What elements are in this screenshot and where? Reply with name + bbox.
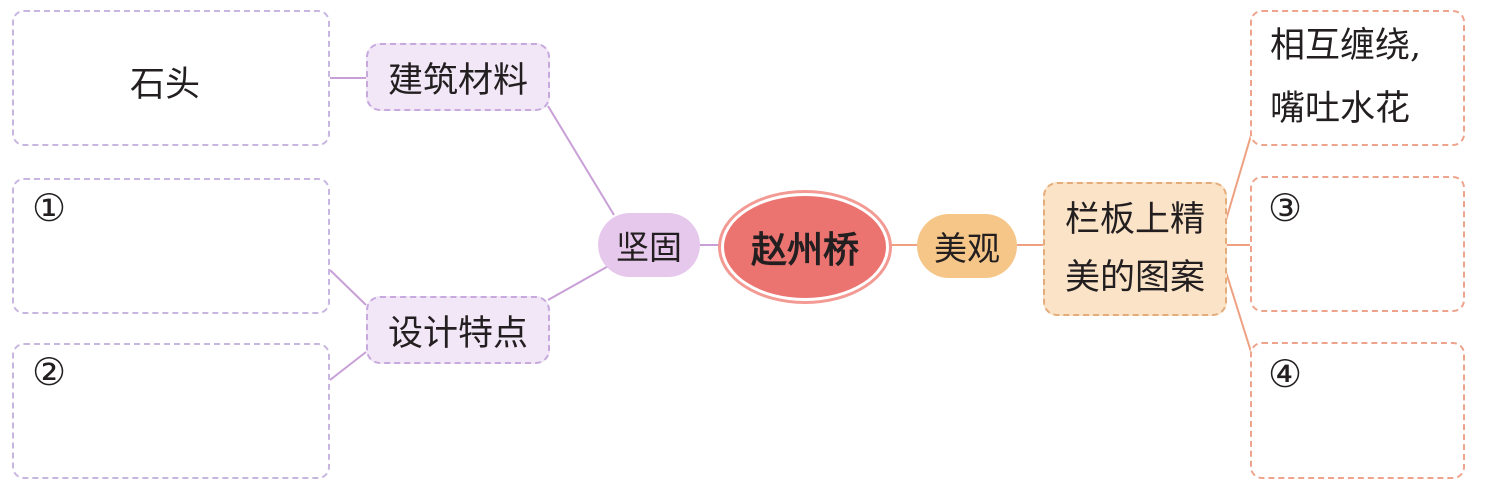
answer-box-blank3[interactable] (1250, 176, 1465, 312)
label-design-feature: 设计特点 (366, 296, 550, 364)
answer-box-leaf1 (1250, 10, 1465, 146)
label-railing-pattern-line1: 栏板上精 (1064, 200, 1205, 240)
connector-design-to-branch (547, 263, 613, 301)
answer-text-stone: 石头 (130, 65, 201, 105)
label-railing-pattern: 栏板上精 美的图案 (1043, 182, 1227, 316)
answer-box-stone (12, 10, 330, 146)
center-node-zhaozhou-bridge: 赵州桥 (721, 193, 889, 301)
blank-number-1: ① (32, 186, 67, 230)
label-building-material: 建筑材料 (366, 43, 550, 111)
connector-pattern-to-leaf1 (1225, 131, 1253, 221)
blank-number-3: ③ (1268, 186, 1303, 230)
answer-box-blank2[interactable] (12, 343, 330, 479)
blank-number-2: ② (32, 350, 67, 394)
answer-text-leaf1-line1: 相互缠绕, (1270, 26, 1422, 66)
connector-pattern-to-blank4 (1225, 271, 1253, 356)
answer-text-leaf1-line2: 嘴吐水花 (1270, 89, 1411, 129)
connector-design-to-blank2 (329, 351, 367, 381)
connector-material-to-branch (547, 105, 615, 216)
branch-beautiful: 美观 (917, 214, 1017, 278)
connector-design-to-blank1 (329, 269, 367, 306)
blank-number-4: ④ (1268, 352, 1303, 396)
answer-box-blank1[interactable] (12, 178, 330, 314)
answer-box-blank4[interactable] (1250, 342, 1465, 479)
label-railing-pattern-line2: 美的图案 (1064, 258, 1205, 298)
branch-sturdy: 坚固 (598, 213, 700, 277)
